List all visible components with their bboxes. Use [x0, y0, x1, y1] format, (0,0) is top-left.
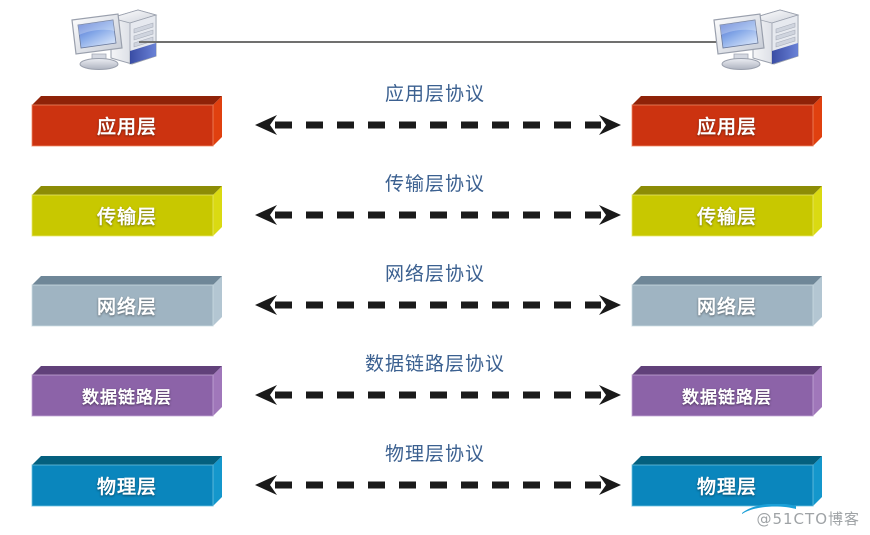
- layer-box-right-datalink: 数据链路层: [631, 366, 822, 417]
- computer-icon-right: [708, 4, 804, 76]
- layer-box-right-network: 网络层: [631, 276, 822, 327]
- layer-box-left-network: 网络层: [31, 276, 222, 327]
- protocol-label-datalink: 数据链路层协议: [364, 353, 505, 375]
- computer-icon-left: [66, 4, 162, 76]
- protocol-arrow-datalink: [255, 382, 621, 408]
- protocol-arrow-application: [255, 112, 621, 138]
- protocol-arrow-transport: [255, 202, 621, 228]
- layer-box-left-datalink: 数据链路层: [31, 366, 222, 417]
- watermark-text: @51CTO博客: [756, 510, 860, 528]
- layer-box-right-application: 应用层: [631, 96, 822, 147]
- protocol-label-application: 应用层协议: [384, 83, 485, 105]
- protocol-arrow-physical: [255, 472, 621, 498]
- layer-box-left-transport: 传输层: [31, 186, 222, 237]
- layer-box-left-application: 应用层: [31, 96, 222, 147]
- layer-box-right-transport: 传输层: [631, 186, 822, 237]
- protocol-label-physical: 物理层协议: [384, 443, 485, 465]
- layer-box-left-physical: 物理层: [31, 456, 222, 507]
- protocol-label-transport: 传输层协议: [384, 173, 485, 195]
- protocol-label-network: 网络层协议: [384, 263, 485, 285]
- protocol-arrow-network: [255, 292, 621, 318]
- watermark-swoosh: [742, 499, 796, 514]
- host-link-line: [139, 41, 719, 43]
